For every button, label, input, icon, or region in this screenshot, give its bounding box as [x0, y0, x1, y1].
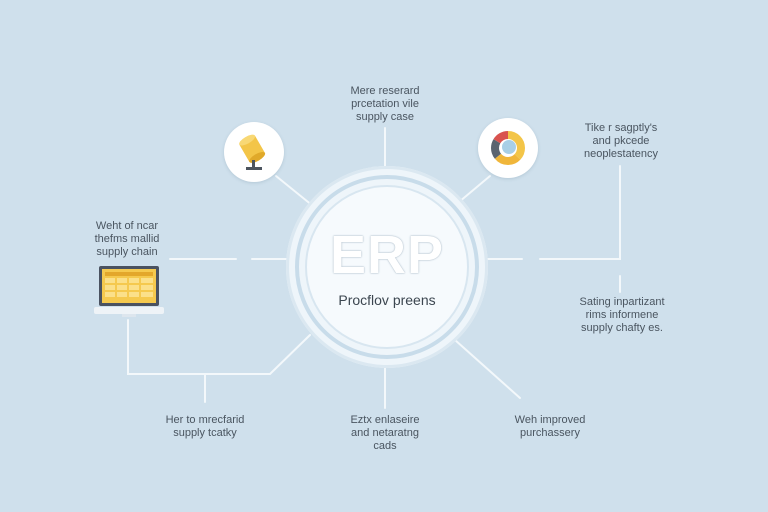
cylinder-icon-badge	[224, 122, 284, 182]
label-line: Mere reserard	[350, 85, 420, 97]
donut-chart-icon-badge	[478, 118, 538, 178]
hub-outer-ring	[295, 175, 479, 359]
connector-bottom-left	[127, 319, 311, 375]
connector-top-left	[275, 175, 314, 207]
label-line: prcetation vile	[351, 98, 419, 110]
cylinder-icon	[239, 134, 266, 170]
label-line: and netaratng	[351, 427, 419, 439]
label-line: supply tcatky	[173, 427, 237, 439]
connector-top-right	[458, 175, 491, 203]
label-line: and pkcede	[592, 135, 650, 147]
label-line: supply chain	[96, 246, 158, 258]
label-line: Weh improved	[514, 414, 586, 426]
label-line: Sating inpartizant	[579, 296, 665, 308]
label-right: Sating inpartizant rims informene supply…	[552, 296, 692, 335]
label-bottom-left: Her to mrecfarid supply tcatky	[145, 414, 265, 440]
label-line: cads	[373, 440, 397, 452]
label-line: Eztx enlaseire	[350, 414, 420, 426]
hub-inner-disc	[307, 187, 467, 347]
hub-subtitle: Procflov preens	[338, 292, 436, 308]
label-line: thefms mallid	[94, 233, 160, 245]
hub-title: ERP	[329, 225, 445, 285]
label-line: Her to mrecfarid	[165, 414, 245, 426]
label-line: Weht of ncar	[95, 220, 159, 232]
donut-chart-icon	[491, 131, 525, 165]
label-line: neoplestatency	[584, 148, 658, 160]
label-line: supply chafty es.	[581, 322, 663, 334]
label-left: Weht of ncar thefms mallid supply chain	[72, 220, 182, 259]
label-bottom-center: Eztx enlaseire and netaratng cads	[325, 414, 445, 453]
label-bottom-right: Weh improved purchassery	[495, 414, 605, 440]
label-line: Tike r sagptly's	[584, 122, 658, 134]
connector-right-b	[539, 165, 621, 260]
connector-bottom-right	[454, 339, 521, 399]
label-line: rims informene	[585, 309, 659, 321]
label-top-center: Mere reserard prcetation vile supply cas…	[315, 85, 455, 124]
erp-hub: ERP Procflov preens	[286, 166, 488, 368]
label-line: supply case	[355, 111, 415, 123]
laptop-icon	[94, 266, 164, 317]
label-line: purchassery	[520, 427, 580, 439]
label-top-right: Tike r sagptly's and pkcede neoplestaten…	[560, 122, 682, 161]
